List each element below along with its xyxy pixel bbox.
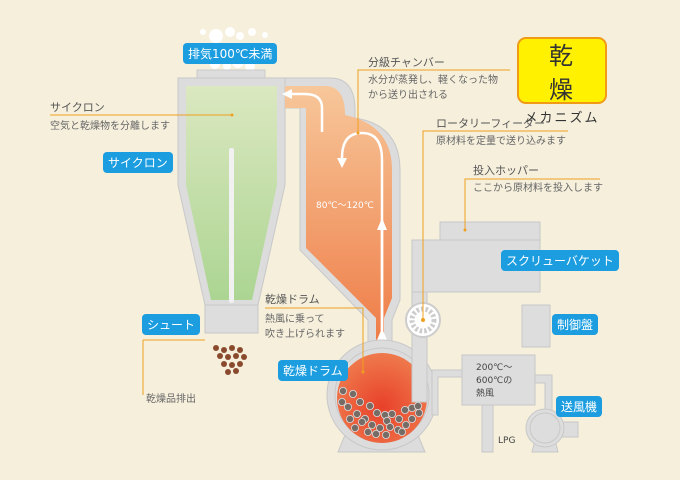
particle [343,402,352,411]
arrow-down-icon [337,158,347,168]
arrow-up-icon [377,218,387,230]
particle [355,397,364,406]
cyclone-callout-desc: 空気と乾燥物を分離します [50,121,170,132]
particle [345,414,354,423]
chamber-temperature: 80℃〜120℃ [316,201,374,211]
particle [375,423,384,432]
particle [401,420,410,429]
feeder-callout-heading: ロータリーフィーダー [436,117,546,130]
chamber-callout-desc: 水分が蒸発し、軽くなった物から送り出される [368,75,498,101]
hopper-callout-desc: ここから原材料を投入します [473,183,603,194]
particle [365,401,374,410]
particle [385,422,394,431]
particle [348,389,357,398]
hopper-callout-heading: 投入ホッパー [473,164,539,177]
control-panel [521,304,551,348]
particle [397,427,406,436]
hot-air-temperature: 200℃〜600℃の熱風 [476,363,513,399]
particle [367,420,376,429]
classifier-chamber [284,77,401,351]
particle [413,401,422,410]
blower [525,408,579,453]
particle [350,423,359,432]
cyclone-callout-heading: サイクロン [50,101,105,114]
drum-callout-heading: 乾燥ドラム [265,293,320,306]
particle [387,409,396,418]
lpg-label: LPG [498,436,516,446]
feeder-callout-desc: 原材料を定量で送り込みます [436,136,566,147]
particle [338,386,347,395]
callout-lines [50,69,600,395]
control-panel-tag: 制御盤 [552,314,599,335]
screw-bucket-tag: スクリューバケット [501,250,619,271]
arrow-left-icon [282,89,292,99]
drum-tag: 乾燥ドラム [278,360,348,381]
hot-air-generator [431,354,553,453]
material-particles [337,386,423,439]
particle [400,405,409,414]
particle [357,417,366,426]
particle [381,430,390,439]
dried-product-pellets [213,345,247,375]
chute-tag: シュート [142,314,201,335]
particle [407,414,416,423]
particle [394,414,403,423]
blower-tag: 送風機 [556,396,603,417]
arrow-up-icon [377,328,387,340]
diagram-title: 乾 燥 メカニズム [517,37,607,126]
drum-callout-desc: 熱風に乗って吹き上げられます [265,314,345,340]
particle [363,427,372,436]
particle [372,408,381,417]
chamber-callout-heading: 分級チャンバー [368,56,445,69]
product-discharge-label: 乾燥品排出 [146,394,196,405]
exhaust-tag: 排気100℃未満 [183,43,278,64]
cyclone-tag: サイクロン [103,152,173,173]
particle [337,397,346,406]
particle [352,409,361,418]
cyclone [177,69,286,334]
particle [371,429,380,438]
particle [414,408,423,417]
drying-drum [326,339,438,453]
